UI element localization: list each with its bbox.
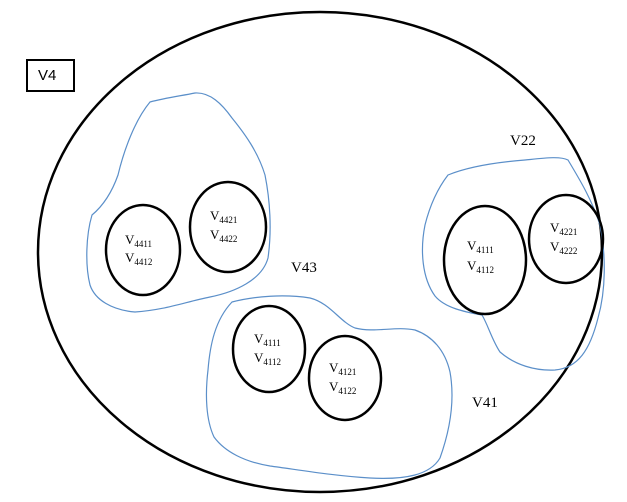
text-v4121: V4121: [329, 360, 356, 377]
text-v4412: V4412: [125, 250, 152, 267]
text-v4411: V4411: [125, 232, 152, 249]
text-v4421: V4421: [210, 208, 237, 225]
text-v4112-right: V4112: [467, 258, 494, 275]
ellipse-v4111-right: [442, 204, 528, 316]
text-v4112-bottom: V4112: [254, 350, 281, 367]
right-region: [421, 157, 605, 371]
outer-ellipse: [36, 10, 604, 494]
v4-box-label: V4: [26, 59, 75, 92]
left-region: [86, 92, 271, 313]
ellipse-v4421: [188, 180, 268, 274]
ellipse-v4121: [307, 334, 383, 422]
text-v4221: V4221: [550, 220, 577, 237]
text-v4111-bottom: V4111: [254, 331, 281, 348]
text-v4222: V4222: [550, 239, 577, 256]
bottom-region: [205, 295, 453, 480]
label-v22: V22: [510, 133, 536, 149]
ellipse-v4111-bottom: [231, 304, 307, 394]
label-v41: V41: [472, 395, 498, 411]
text-v4122: V4122: [329, 379, 356, 396]
ellipse-v4221: [527, 193, 605, 285]
text-v4111-right: V4111: [467, 238, 494, 255]
ellipse-v4411: [104, 203, 182, 297]
text-v4422: V4422: [210, 227, 237, 244]
label-v43: V43: [291, 260, 317, 276]
